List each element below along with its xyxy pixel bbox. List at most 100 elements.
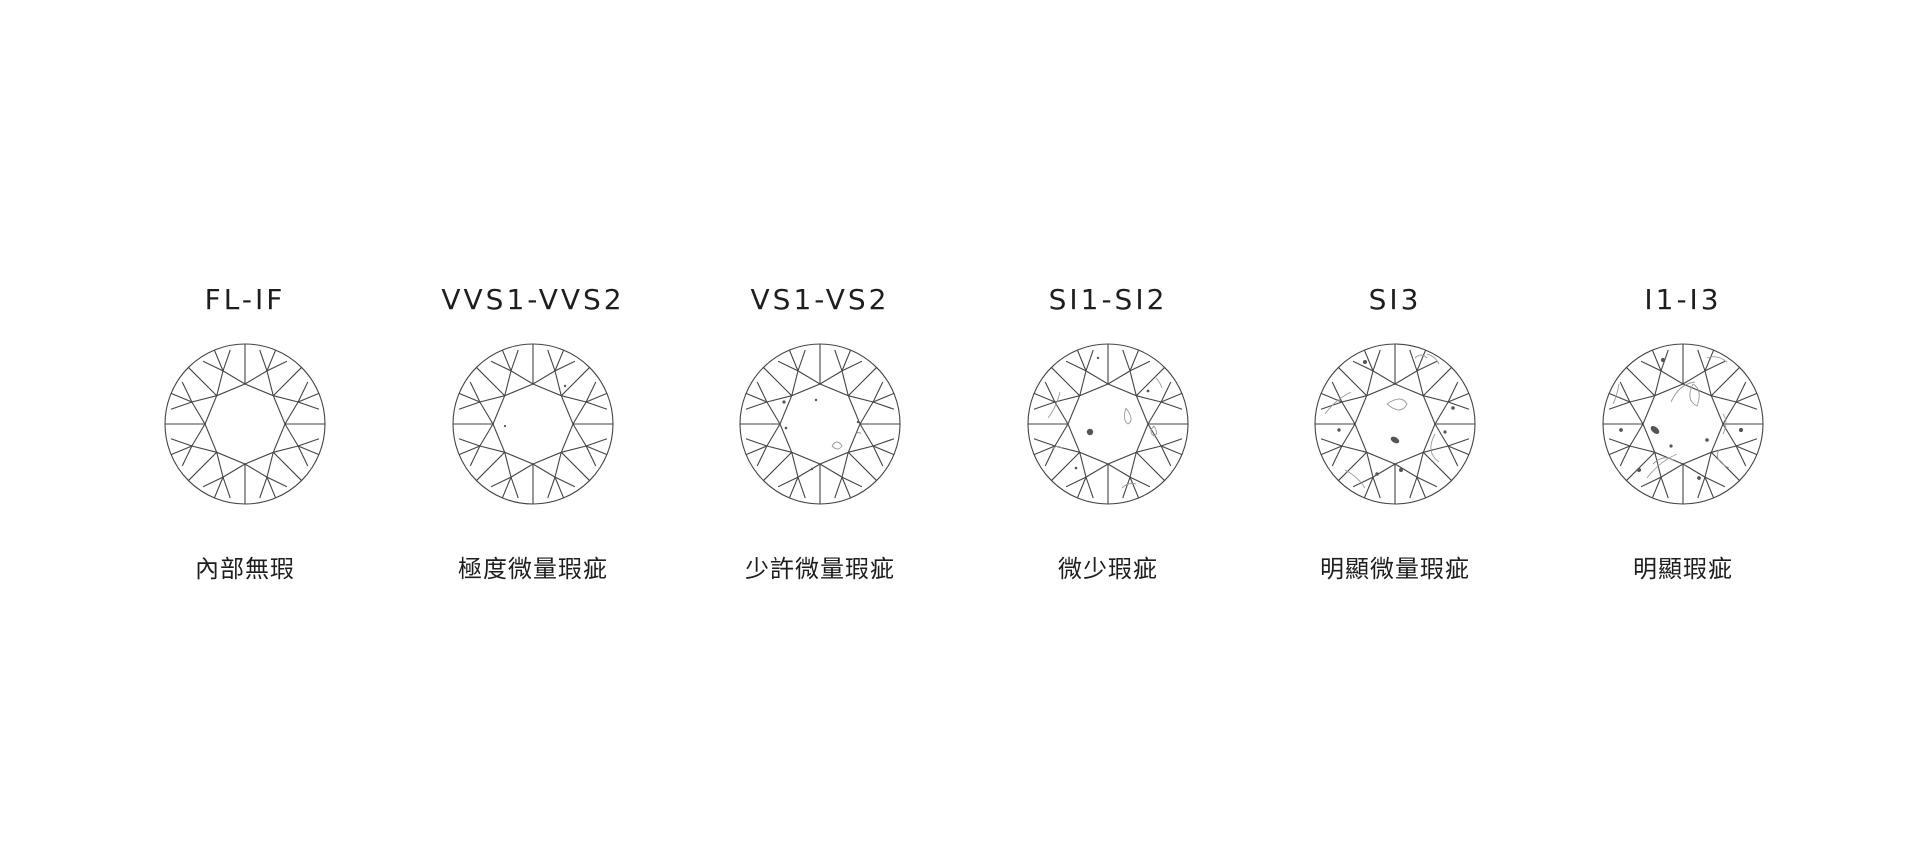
facet-line <box>554 476 565 499</box>
table-facet <box>1642 383 1724 465</box>
facet-line <box>259 349 268 372</box>
facet-line <box>266 476 288 488</box>
table-facet <box>204 383 286 465</box>
facet-line <box>1160 445 1183 456</box>
facet-line <box>1447 381 1459 403</box>
facet-line <box>1107 463 1131 478</box>
facet-line <box>1033 401 1056 410</box>
facet-line <box>297 438 320 447</box>
clarity-grade-vvs1-vvs2: VVS1-VVS2 極度微量瑕疵 <box>393 0 673 850</box>
facet-line <box>585 381 597 403</box>
facet-line <box>791 370 799 396</box>
facet-line <box>202 476 224 488</box>
facet-line <box>1033 445 1056 456</box>
facet-line <box>766 445 792 453</box>
facet-line <box>841 476 852 499</box>
inclusion-dot <box>563 384 567 388</box>
facet-line <box>1629 423 1644 447</box>
facet-line <box>560 451 590 481</box>
facet-line <box>841 370 849 396</box>
inclusion-feather <box>1150 425 1157 437</box>
inclusion-crystal <box>1650 426 1660 434</box>
facet-line <box>1341 395 1367 403</box>
facet-line <box>1416 370 1424 396</box>
facet-line <box>763 451 793 481</box>
facet-line <box>501 476 512 499</box>
inclusion-feather <box>1670 381 1696 403</box>
inclusion-feather <box>1155 377 1163 389</box>
facet-line <box>1341 401 1356 425</box>
facet-line <box>1735 438 1758 447</box>
facet-line <box>1033 438 1056 447</box>
inclusion-dot <box>784 426 788 430</box>
inclusion-feather <box>1716 449 1730 469</box>
inclusion-dot <box>1399 468 1403 472</box>
facet-line <box>1352 476 1374 488</box>
facet-line <box>819 370 843 385</box>
clarity-grade-si1-si2: SI1-SI2 微少瑕疵 <box>968 0 1248 850</box>
facet-line <box>272 451 302 481</box>
facet-line <box>766 401 781 425</box>
facet-line <box>1608 438 1631 447</box>
facet-line <box>1626 451 1656 481</box>
facet-line <box>1372 349 1381 372</box>
facet-line <box>1160 381 1172 403</box>
facet-line <box>510 349 519 372</box>
facet-line <box>1447 445 1470 456</box>
facet-line <box>1051 367 1081 397</box>
facet-line <box>1704 452 1712 478</box>
facet-line <box>841 452 849 478</box>
facet-line <box>1079 452 1087 478</box>
facet-line <box>872 445 895 456</box>
facet-line <box>1619 445 1631 467</box>
inclusion-feather <box>1652 457 1674 465</box>
facet-line <box>847 367 877 397</box>
facet-line <box>1660 370 1684 385</box>
facet-line <box>1160 438 1183 447</box>
facet-line <box>1735 445 1747 467</box>
facet-line <box>1107 370 1131 385</box>
facet-line <box>1735 445 1758 456</box>
facet-line <box>1619 381 1631 403</box>
facet-line <box>1129 476 1140 499</box>
grade-label: SI3 <box>1368 283 1422 316</box>
facet-line <box>266 452 274 478</box>
facet-line <box>1704 476 1715 499</box>
facet-line <box>756 445 768 467</box>
inclusion-feather <box>855 432 862 435</box>
facet-line <box>797 463 821 478</box>
facet-line <box>756 381 768 403</box>
facet-line <box>266 476 277 499</box>
inclusion-feather <box>1426 353 1440 365</box>
facet-line <box>458 438 481 447</box>
facet-line <box>273 445 299 453</box>
facet-line <box>469 445 481 467</box>
facet-line <box>1711 395 1737 403</box>
facet-line <box>745 445 768 456</box>
inclusion-dot <box>1096 356 1100 360</box>
facet-line <box>476 451 506 481</box>
clarity-grade-vs1-vs2: VS1-VS2 少許微量瑕疵 <box>680 0 960 850</box>
facet-line <box>191 395 217 403</box>
facet-line <box>554 349 565 372</box>
facet-line <box>763 367 793 397</box>
inclusion-dot <box>1443 430 1447 434</box>
inclusion-feather <box>1121 483 1137 489</box>
facet-line <box>1735 392 1758 403</box>
facet-line <box>170 438 193 447</box>
grade-description: 少許微量瑕疵 <box>745 555 895 583</box>
facet-line <box>1447 392 1470 403</box>
clarity-grade-si3: SI3 明顯微量瑕疵 <box>1255 0 1535 850</box>
facet-line <box>297 445 320 456</box>
facet-line <box>797 476 806 499</box>
facet-line <box>222 370 246 385</box>
inclusion-feather <box>1386 398 1408 411</box>
facet-line <box>1735 401 1758 410</box>
facet-line <box>585 445 597 467</box>
inclusion-feather <box>1646 453 1678 479</box>
facet-line <box>1338 367 1368 397</box>
facet-line <box>1366 452 1374 478</box>
facet-line <box>797 349 806 372</box>
facet-line <box>872 381 884 403</box>
